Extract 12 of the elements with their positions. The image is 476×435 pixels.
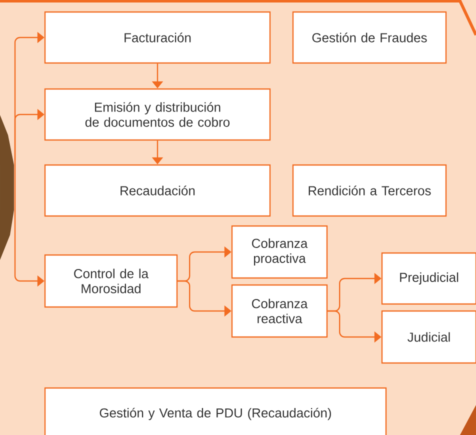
process-box: Cobranza proactiva (231, 225, 328, 279)
process-box: Judicial (381, 310, 476, 364)
process-box: Rendición a Terceros (292, 164, 447, 217)
arrow (14, 108, 44, 160)
process-box: Gestión y Venta de PDU (Recaudación) (44, 387, 387, 435)
process-box: Cobranza reactiva (231, 284, 328, 338)
process-box: Facturación (44, 11, 271, 64)
process-box: Prejudicial (381, 252, 476, 305)
process-box: Control de la Morosidad (44, 254, 178, 308)
process-box: Recaudación (44, 164, 271, 217)
process-box: Emisión y distribución de documentos de cobro (44, 88, 271, 141)
process-box: Gestión de Fraudes (292, 11, 447, 64)
